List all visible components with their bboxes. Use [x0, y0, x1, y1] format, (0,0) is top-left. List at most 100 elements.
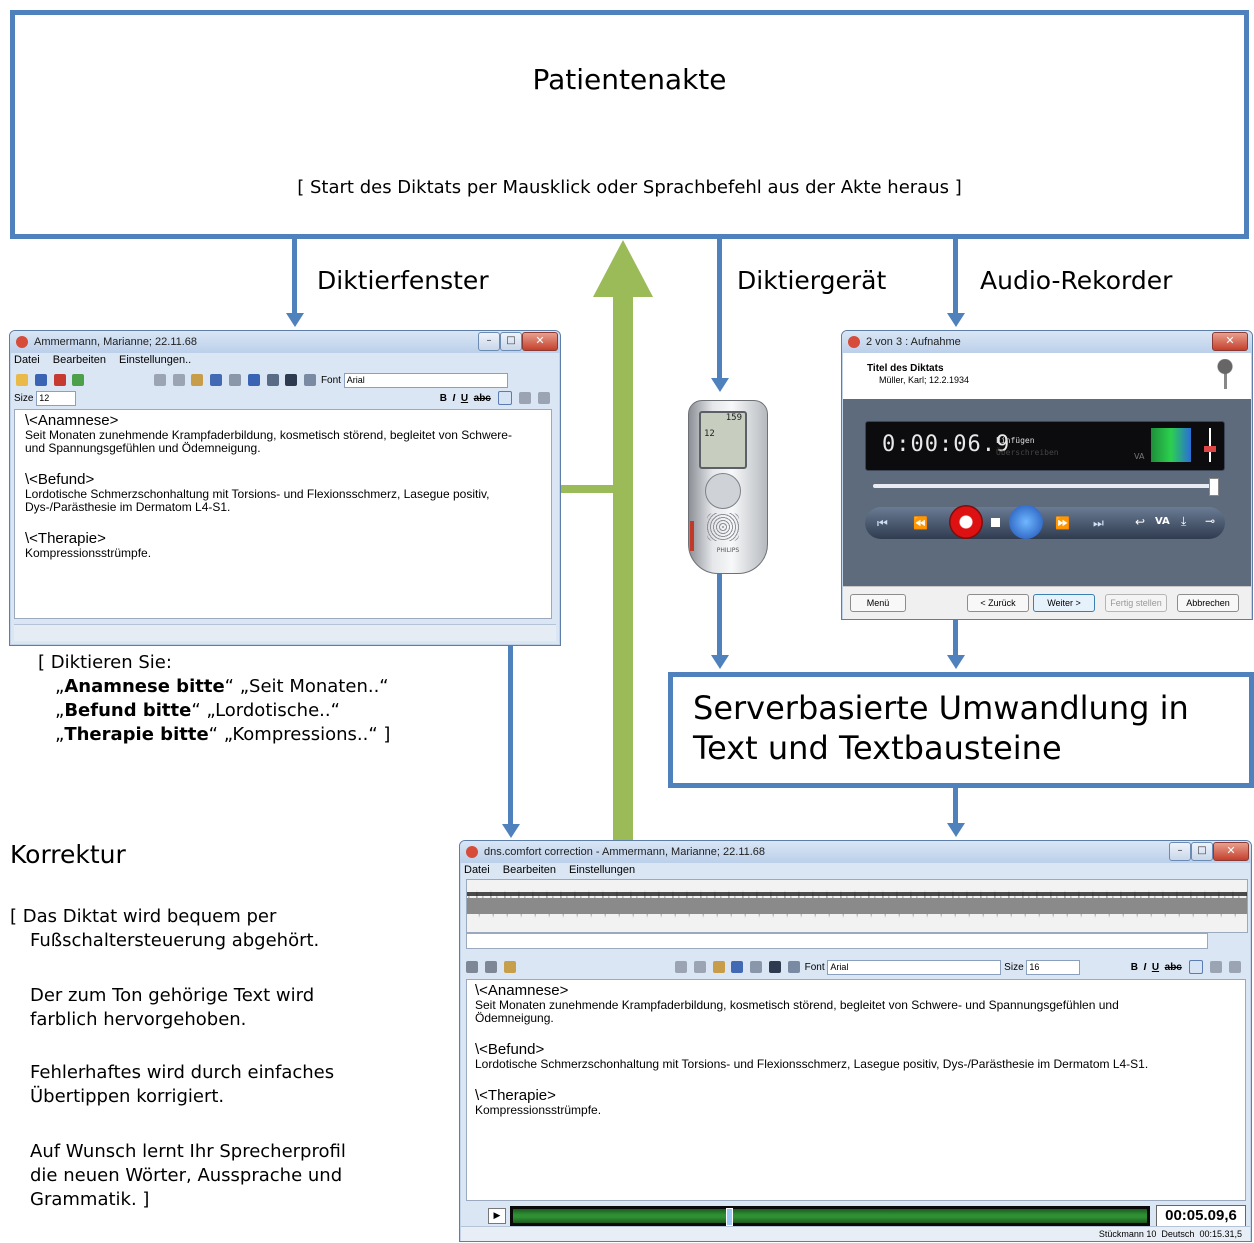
size-select[interactable]: 12: [36, 390, 77, 406]
save-icon[interactable]: [466, 961, 478, 974]
time-value: 0:00:06.9: [882, 432, 1011, 457]
dictation-document[interactable]: \<Anamnese> Seit Monaten zunehmende Kram…: [14, 409, 552, 619]
position-thumb[interactable]: [1209, 478, 1219, 496]
insert-icon[interactable]: [304, 374, 317, 387]
menu-button-label: Menü: [866, 598, 890, 608]
finish-button[interactable]: Fertig stellen: [1105, 594, 1167, 612]
menu-bearbeiten[interactable]: Bearbeiten: [502, 864, 556, 876]
edit-icon[interactable]: [484, 961, 497, 974]
record-icon[interactable]: [53, 374, 66, 387]
bold-button[interactable]: B: [439, 393, 447, 404]
italic-button[interactable]: I: [1143, 962, 1147, 973]
align-right-icon[interactable]: [1229, 961, 1241, 974]
server-line-2: Text und Textbausteine: [693, 729, 1062, 767]
copy-icon[interactable]: [693, 961, 706, 974]
va-label: VA: [1134, 452, 1145, 461]
align-center-icon[interactable]: [519, 392, 532, 405]
back-button[interactable]: < Zurück: [967, 594, 1029, 612]
size-select[interactable]: 16: [1026, 959, 1081, 975]
volume-slider[interactable]: [1204, 428, 1216, 462]
menu-button[interactable]: Menü: [850, 594, 906, 612]
speaker-icon[interactable]: [247, 374, 260, 387]
va-button[interactable]: VA: [1155, 516, 1170, 527]
correction-document[interactable]: \<Anamnese> Seit Monaten zunehmende Kram…: [466, 979, 1246, 1201]
maximize-button[interactable]: □: [1191, 842, 1213, 861]
stop-button[interactable]: [991, 518, 1000, 527]
close-button[interactable]: ✕: [1212, 332, 1248, 351]
cut-marker-icon[interactable]: ⊸: [1205, 514, 1216, 528]
waveform[interactable]: [466, 879, 1248, 933]
align-right-icon[interactable]: [538, 392, 550, 405]
bold-button[interactable]: B: [1130, 962, 1138, 973]
help-icon[interactable]: [266, 374, 279, 387]
next-button[interactable]: Weiter >: [1033, 594, 1095, 612]
font-style-icon[interactable]: [285, 374, 298, 387]
underline-button[interactable]: U: [1151, 962, 1160, 973]
forward-icon[interactable]: [72, 374, 85, 387]
forward-button[interactable]: ⏩: [1055, 516, 1070, 530]
undo-icon[interactable]: ↩: [1135, 515, 1146, 529]
menu-datei[interactable]: Datei: [464, 864, 490, 876]
forward-end-button[interactable]: ⏭: [1093, 516, 1104, 530]
copy-icon[interactable]: [172, 374, 185, 387]
menu-datei[interactable]: Datei: [14, 354, 40, 366]
rewind-start-button[interactable]: ⏮: [877, 516, 888, 530]
italic-button[interactable]: I: [452, 393, 456, 404]
font-style-icon[interactable]: [769, 961, 782, 974]
minimize-button[interactable]: –: [1169, 842, 1191, 861]
waveform-scrollbar[interactable]: [466, 933, 1208, 949]
dictation-window-titlebar[interactable]: Ammermann, Marianne; 22.11.68: [10, 331, 560, 353]
align-left-icon[interactable]: [498, 391, 513, 406]
cut-icon[interactable]: [675, 961, 688, 974]
play-button[interactable]: ▶: [488, 1208, 506, 1224]
playback-progress[interactable]: [510, 1206, 1150, 1226]
recorder-titlebar[interactable]: 2 von 3 : Aufnahme: [842, 331, 1252, 353]
arrow-head: [947, 823, 965, 837]
korrektur-p4a: Auf Wunsch lernt Ihr Sprecherprofil: [30, 1141, 346, 1162]
redo-icon[interactable]: [750, 961, 763, 974]
cancel-button[interactable]: Abbrechen: [1177, 594, 1239, 612]
menu-einstellungen[interactable]: Einstellungen: [569, 864, 636, 876]
app-logo-icon: [16, 336, 28, 348]
device-screen-line: 159: [725, 413, 742, 423]
recorder-doc-title: Titel des Diktats: [867, 363, 944, 374]
redo-icon[interactable]: [229, 374, 242, 387]
close-button[interactable]: ✕: [1213, 842, 1249, 861]
insert-icon[interactable]: [787, 961, 800, 974]
record-button[interactable]: [949, 505, 983, 539]
device-nav-pad[interactable]: [705, 473, 741, 509]
close-button[interactable]: ✕: [522, 332, 558, 351]
undo-icon[interactable]: [210, 374, 223, 387]
align-left-icon[interactable]: [1189, 960, 1204, 975]
lock-icon[interactable]: [503, 961, 516, 974]
arrow-head: [711, 378, 729, 392]
device-screen: 159 12: [699, 411, 747, 469]
play-button[interactable]: [1009, 505, 1043, 539]
paste-icon[interactable]: [191, 374, 204, 387]
playback-cursor[interactable]: [726, 1208, 733, 1226]
font-select[interactable]: Arial: [827, 959, 1002, 975]
font-select[interactable]: Arial: [343, 372, 508, 388]
align-center-icon[interactable]: [1210, 961, 1223, 974]
strike-button[interactable]: abc: [1164, 962, 1182, 973]
open-icon[interactable]: [16, 374, 28, 387]
paste-icon[interactable]: [712, 961, 725, 974]
open-quote: „: [55, 700, 65, 721]
korrektur-p2a: Der zum Ton gehörige Text wird: [30, 985, 315, 1006]
rewind-button[interactable]: ⏪: [913, 516, 928, 530]
underline-button[interactable]: U: [460, 393, 469, 404]
toolbar-1: Font Arial: [14, 372, 556, 389]
maximize-button[interactable]: □: [500, 332, 522, 351]
cut-icon[interactable]: [153, 374, 166, 387]
save-icon[interactable]: [34, 374, 47, 387]
minimize-button[interactable]: –: [478, 332, 500, 351]
menu-bar: Datei Bearbeiten Einstellungen: [464, 864, 645, 876]
menu-bearbeiten[interactable]: Bearbeiten: [52, 354, 106, 366]
strike-button[interactable]: abc: [473, 393, 491, 404]
undo-icon[interactable]: [731, 961, 744, 974]
download-icon[interactable]: ⤓: [1181, 514, 1187, 528]
dictation-device: 159 12 PHILIPS: [688, 400, 768, 574]
correction-titlebar[interactable]: dns.comfort correction - Ammermann, Mari…: [460, 841, 1251, 863]
menu-einstellungen[interactable]: Einstellungen..: [119, 354, 192, 366]
position-slider[interactable]: [873, 478, 1219, 496]
